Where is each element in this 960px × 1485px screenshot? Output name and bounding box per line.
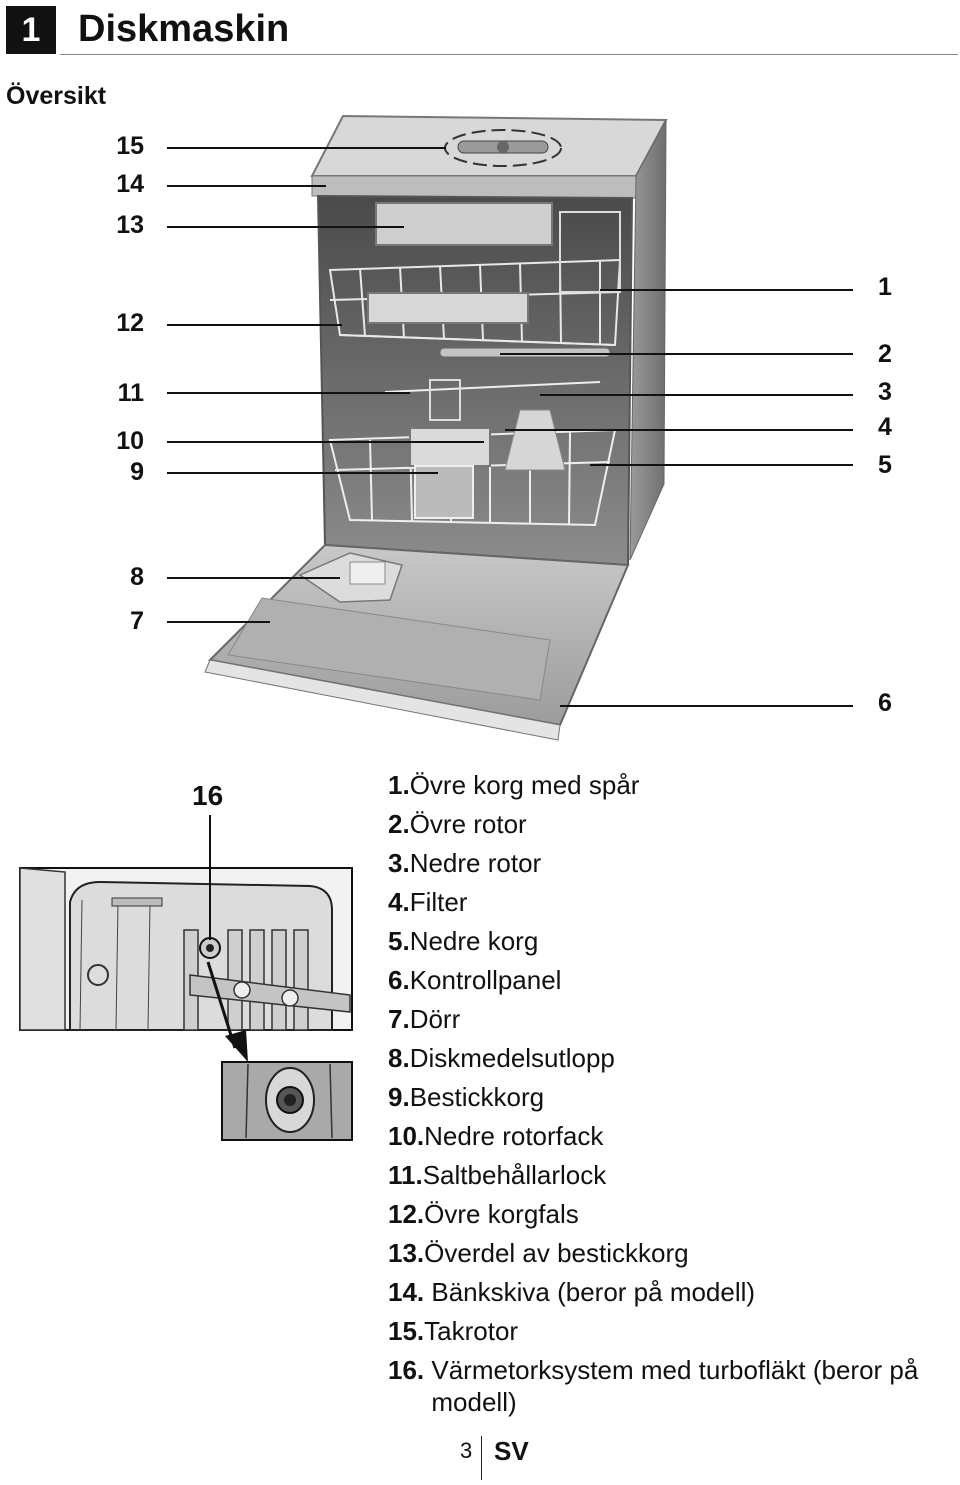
callout-14: 14 — [116, 170, 144, 198]
ceiling-rotor — [444, 129, 562, 167]
legend-item: 9.Bestickkorg — [388, 1082, 545, 1112]
language-code: SV — [494, 1436, 529, 1466]
legend-item: 2.Övre rotor — [388, 809, 527, 839]
legend-item: 10.Nedre rotorfack — [388, 1121, 604, 1151]
legend-item: 5.Nedre korg — [388, 926, 539, 956]
legend-item: 1.Övre korg med spår — [388, 770, 640, 800]
legend-item: 16. Värmetorksystem med turbofläkt (bero… — [388, 1355, 919, 1417]
parts-legend: 1.Övre korg med spår 2.Övre rotor 3.Nedr… — [388, 766, 960, 1418]
callout-3: 3 — [878, 378, 892, 406]
callout-10: 10 — [116, 427, 144, 455]
callout-7: 7 — [130, 607, 144, 635]
page-number: 3 — [460, 1438, 473, 1463]
chapter-number: 1 — [6, 6, 56, 54]
callout-15: 15 — [116, 132, 144, 160]
legend-item: 4.Filter — [388, 887, 468, 917]
legend-item: 3.Nedre rotor — [388, 848, 542, 878]
heat-drying-inset — [19, 815, 353, 1141]
callout-1: 1 — [878, 273, 892, 301]
legend-item: 14. Bänkskiva (beror på modell) — [388, 1277, 756, 1307]
chapter-title: Diskmaskin — [78, 8, 290, 50]
callout-13: 13 — [116, 211, 144, 239]
callout-12: 12 — [116, 309, 144, 337]
legend-item: 12.Övre korgfals — [388, 1199, 579, 1229]
legend-item: 11.Saltbehållarlock — [388, 1160, 607, 1190]
upper-basket — [328, 202, 622, 347]
section-heading: Översikt — [6, 82, 107, 110]
callout-6: 6 — [878, 689, 892, 717]
callout-16: 16 — [192, 780, 224, 811]
legend-item: 6.Kontrollpanel — [388, 965, 562, 995]
lower-basket — [328, 379, 617, 527]
legend-item: 7.Dörr — [388, 1004, 461, 1034]
title-rule — [60, 54, 958, 55]
detergent-dispenser — [298, 552, 403, 603]
callout-5: 5 — [878, 451, 892, 479]
leader-lines — [167, 147, 853, 707]
legend-item: 8.Diskmedelsutlopp — [388, 1043, 615, 1073]
callout-8: 8 — [130, 563, 144, 591]
callout-9: 9 — [130, 458, 144, 486]
callout-2: 2 — [878, 340, 892, 368]
legend-item: 13.Överdel av bestickkorg — [388, 1238, 689, 1268]
footer-divider — [481, 1436, 482, 1480]
filter — [504, 409, 566, 471]
legend-item: 15.Takrotor — [388, 1316, 519, 1346]
callout-4: 4 — [878, 413, 892, 441]
callout-11: 11 — [117, 379, 144, 407]
upper-rotor — [439, 347, 611, 358]
